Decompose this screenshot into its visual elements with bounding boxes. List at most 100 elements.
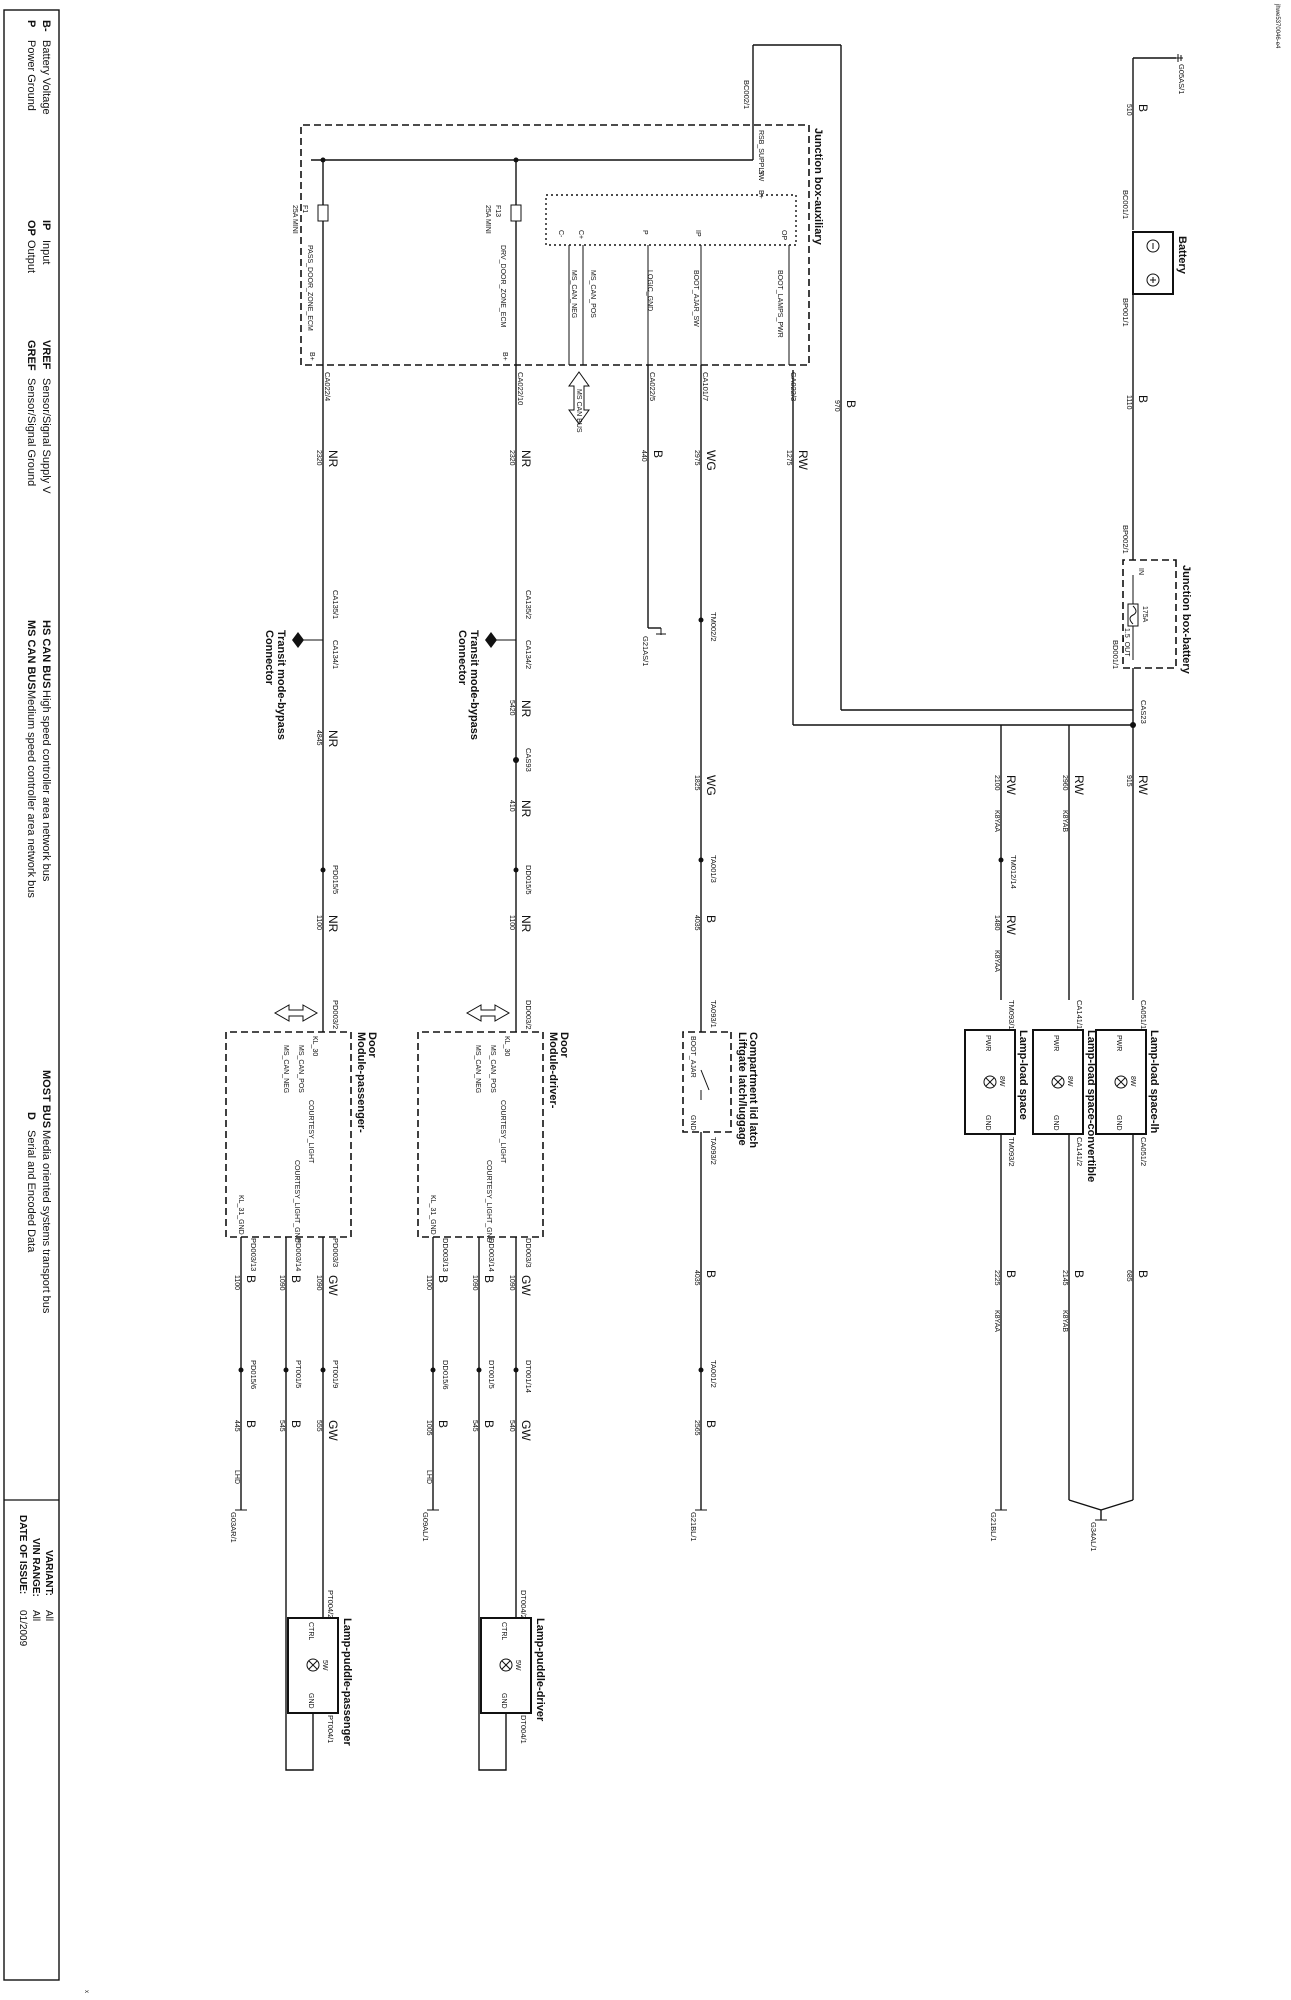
svg-text:All: All <box>43 1610 54 1621</box>
svg-text:DT001/5: DT001/5 <box>487 1360 496 1389</box>
svg-text:KL_31_GND: KL_31_GND <box>237 1195 244 1235</box>
svg-text:DD003/14: DD003/14 <box>487 1238 496 1272</box>
svg-text:PD015/5: PD015/5 <box>331 865 340 894</box>
svg-text:B+: B+ <box>501 352 508 361</box>
svg-text:GW: GW <box>326 1275 340 1296</box>
svg-text:2145: 2145 <box>1061 1270 1068 1286</box>
module-passenger-door: Module-passenger- Door KL_30 MS_CAN_POS … <box>225 1004 378 1700</box>
ground-g05as: G05AS/1 <box>1177 64 1186 94</box>
bypass-connector-passenger-icon <box>292 632 304 648</box>
svg-text:MS_CAN_POS: MS_CAN_POS <box>489 1045 496 1093</box>
svg-text:RW: RW <box>1004 775 1018 795</box>
passenger-door-feed: NR 2320 CA135/1 CA134/1 NR 4845 PD015/5 … <box>263 365 340 1032</box>
svg-text:DATE OF ISSUE:: DATE OF ISSUE: <box>17 1515 28 1594</box>
battery-box <box>1132 231 1174 295</box>
svg-text:Lamp-load space-lh: Lamp-load space-lh <box>1148 1030 1160 1134</box>
svg-text:Medium speed controller area n: Medium speed controller area network bus <box>25 690 37 898</box>
svg-text:175A: 175A <box>1141 606 1148 623</box>
svg-text:NR: NR <box>519 450 533 468</box>
svg-text:NR: NR <box>519 915 533 933</box>
svg-text:K8YAA: K8YAA <box>993 810 1000 832</box>
jb-aux-inner <box>545 194 797 246</box>
wire-1110-number: 1110 <box>1125 395 1132 410</box>
svg-text:Sensor/Signal Ground: Sensor/Signal Ground <box>25 378 37 486</box>
svg-text:GND: GND <box>307 1693 314 1709</box>
svg-text:G34AL/1: G34AL/1 <box>1089 1522 1098 1552</box>
wire-510-number: 510 <box>1125 104 1132 116</box>
wire-970-color: B <box>844 400 858 408</box>
liftgate-circuit: WG 2975 TM002/2 WG 1825 TA001/3 B 4035 T… <box>640 365 718 1032</box>
svg-text:1.5_OUT: 1.5_OUT <box>1123 628 1130 657</box>
svg-text:CA022/5: CA022/5 <box>648 372 657 401</box>
conn-bp001: BP001/1 <box>1121 298 1130 327</box>
liftgate-latch: Liftgate latch/luggage Compartment lid l… <box>682 1031 759 1542</box>
svg-text:F13: F13 <box>494 205 501 217</box>
svg-text:B-: B- <box>40 20 52 32</box>
svg-text:RW: RW <box>1072 775 1086 795</box>
svg-text:4035: 4035 <box>693 1270 700 1286</box>
svg-text:TA093/1: TA093/1 <box>709 1000 718 1028</box>
svg-text:C+: C+ <box>577 230 584 239</box>
svg-text:B: B <box>651 450 665 458</box>
svg-text:PD003/3: PD003/3 <box>331 1238 340 1267</box>
svg-text:VARIANT:: VARIANT: <box>43 1550 54 1596</box>
svg-text:8W: 8W <box>1129 1076 1136 1087</box>
svg-text:Lamp-puddle-passenger: Lamp-puddle-passenger <box>341 1618 353 1746</box>
module-passenger-door-box <box>225 1031 352 1238</box>
svg-text:DRV_DOOR_ZONE_ECM: DRV_DOOR_ZONE_ECM <box>499 245 506 328</box>
svg-text:MS_CAN_NEG: MS_CAN_NEG <box>474 1045 481 1093</box>
svg-text:WG: WG <box>704 450 718 471</box>
svg-text:Lamp-load space: Lamp-load space <box>1017 1030 1029 1120</box>
svg-text:MS CAN BUS: MS CAN BUS <box>575 389 582 433</box>
splice-cas23-label: CAS23 <box>1139 700 1148 724</box>
svg-text:OP: OP <box>780 230 787 240</box>
svg-text:1100: 1100 <box>508 915 515 930</box>
battery-section: G05AS/1 B 510 Battery BC001/1 BP001/1 B … <box>742 44 1192 725</box>
svg-text:PD015/6: PD015/6 <box>249 1360 258 1389</box>
svg-text:25A MINI: 25A MINI <box>291 205 298 234</box>
svg-text:High speed controller area net: High speed controller area network bus <box>40 690 52 882</box>
svg-text:Serial and Encoded Data: Serial and Encoded Data <box>25 1130 37 1253</box>
svg-text:PWR: PWR <box>984 1035 991 1051</box>
svg-text:GND: GND <box>1115 1115 1122 1131</box>
svg-text:G09AL/1: G09AL/1 <box>421 1512 430 1542</box>
svg-text:CA101/7: CA101/7 <box>701 372 710 401</box>
svg-text:CAS93: CAS93 <box>524 748 533 772</box>
conn-bc002: BC002/1 <box>742 80 751 109</box>
svg-text:540: 540 <box>508 1420 515 1432</box>
svg-text:OP: OP <box>25 220 37 236</box>
svg-text:CA022/10: CA022/10 <box>516 372 525 405</box>
svg-text:GW: GW <box>326 1420 340 1441</box>
svg-text:DT004/2: DT004/2 <box>519 1590 528 1619</box>
svg-text:B: B <box>289 1420 303 1428</box>
svg-text:K8YAB: K8YAB <box>1061 810 1068 832</box>
svg-text:445: 445 <box>233 1420 240 1432</box>
svg-text:B: B <box>436 1275 450 1283</box>
svg-text:CA141/2: CA141/2 <box>1075 1137 1084 1166</box>
module-driver-door-box <box>417 1031 544 1238</box>
svg-text:5W: 5W <box>321 1660 328 1671</box>
junction-box-battery <box>1122 559 1177 669</box>
legend-box: B- Battery Voltage P Power Ground IP Inp… <box>3 9 60 1981</box>
svg-text:1480: 1480 <box>993 915 1000 931</box>
svg-text:KL_30: KL_30 <box>503 1036 510 1056</box>
lamp-feeds: CAS23 RW 915 RW 2960 K8YAB RW 2100 K8YAA… <box>785 370 1150 1000</box>
svg-text:B: B <box>244 1420 258 1428</box>
svg-text:Power Ground: Power Ground <box>25 40 37 111</box>
svg-text:B: B <box>1004 1270 1018 1278</box>
svg-text:DD003/3: DD003/3 <box>524 1238 533 1268</box>
svg-text:MS CAN BUS: MS CAN BUS <box>25 620 37 690</box>
svg-text:COURTESY_LIGHT_GND: COURTESY_LIGHT_GND <box>293 1160 300 1243</box>
svg-text:PT001/5: PT001/5 <box>294 1360 303 1388</box>
svg-text:25A MINI: 25A MINI <box>484 205 491 234</box>
wire-1110-color: B <box>1136 395 1150 403</box>
svg-text:COURTESY_LIGHT: COURTESY_LIGHT <box>307 1100 314 1164</box>
svg-text:1090: 1090 <box>315 1275 322 1291</box>
svg-text:DT004/1: DT004/1 <box>519 1715 528 1744</box>
svg-text:Connector: Connector <box>263 630 275 686</box>
svg-text:RW: RW <box>796 450 810 470</box>
svg-text:GREF: GREF <box>25 340 37 371</box>
svg-text:CA051/2: CA051/2 <box>1139 1137 1148 1166</box>
svg-text:TM002/2: TM002/2 <box>709 612 718 642</box>
svg-text:5420: 5420 <box>508 700 515 716</box>
